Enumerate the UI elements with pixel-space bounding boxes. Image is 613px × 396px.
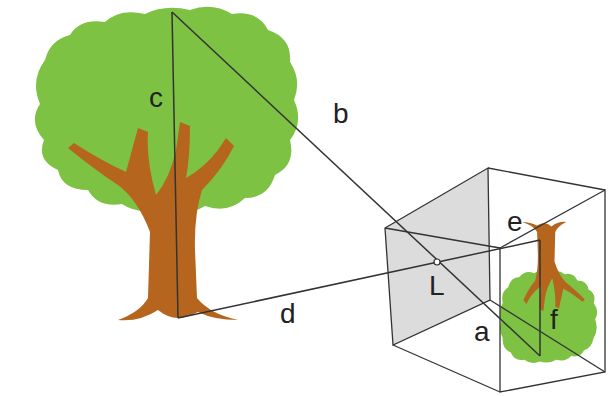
ray-top xyxy=(172,12,540,356)
part-label: b xyxy=(333,100,349,128)
part-label: f xyxy=(550,306,558,334)
height-line xyxy=(172,12,178,318)
part-label: a xyxy=(474,318,490,346)
inverted-image xyxy=(500,222,597,363)
rays xyxy=(172,12,540,356)
tree-trunk xyxy=(68,122,238,320)
camera-box xyxy=(385,168,605,392)
part-label: c xyxy=(149,84,163,112)
tree xyxy=(35,7,298,320)
ray-bottom xyxy=(178,240,540,318)
pinhole-face xyxy=(385,168,490,345)
part-label: L xyxy=(429,272,445,300)
image-trunk xyxy=(522,222,585,311)
part-label: d xyxy=(280,300,296,328)
pinhole xyxy=(434,259,440,265)
part-label: e xyxy=(507,208,523,236)
image-height-line xyxy=(539,240,541,356)
